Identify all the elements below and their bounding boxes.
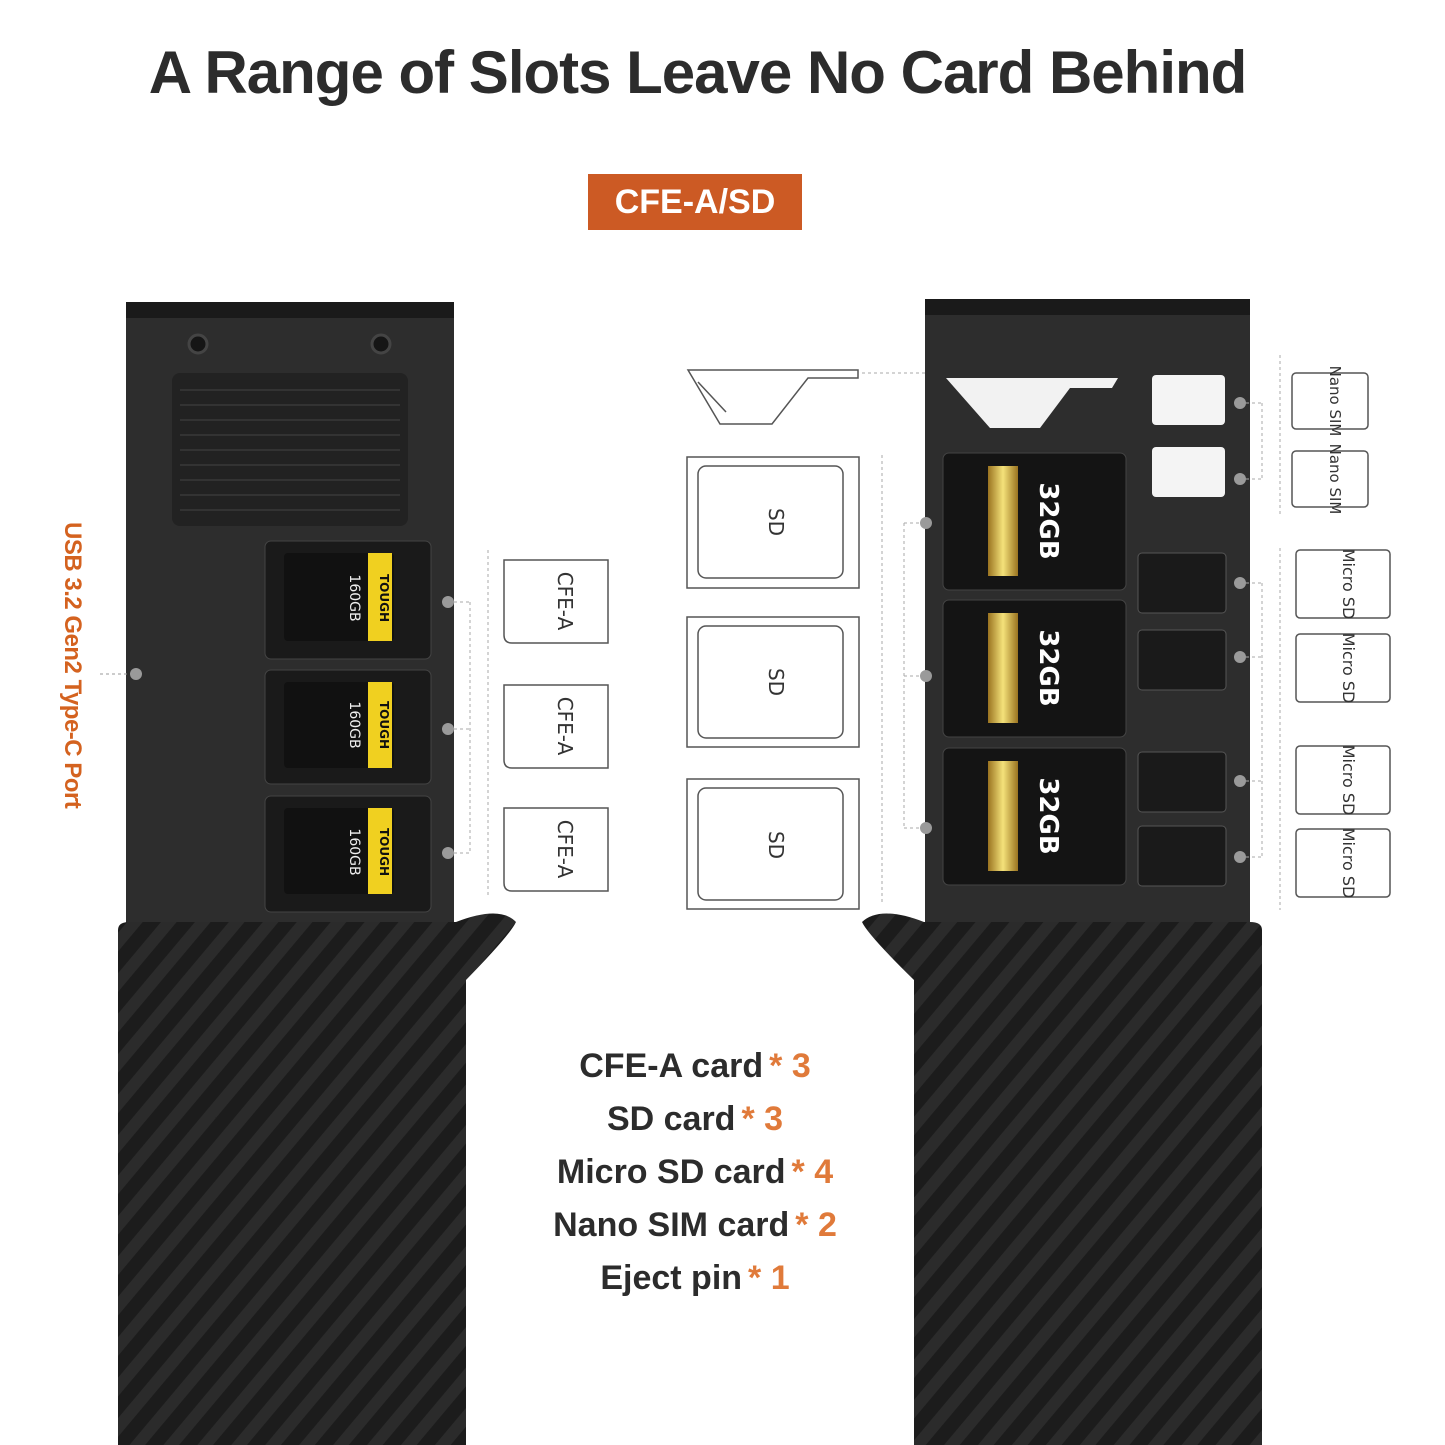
- nano-sim-card-1: [1152, 375, 1225, 425]
- sd-card-2: 32GB: [942, 599, 1127, 738]
- svg-text:160GB: 160GB: [346, 574, 362, 621]
- usb-port-label: USB 3.2 Gen2 Type-C Port: [59, 522, 86, 809]
- svg-text:160GB: 160GB: [346, 701, 362, 748]
- page-title: A Range of Slots Leave No Card Behind: [148, 39, 1248, 106]
- svg-text:Nano SIM: Nano SIM: [1326, 444, 1344, 515]
- svg-text:160GB: 160GB: [346, 828, 362, 875]
- right-callouts: [862, 355, 1281, 910]
- count-row: Micro SD card* 4: [556, 1153, 834, 1191]
- left-case: TOUGH 160GB TOUGH 160GB TOUGH 160GB: [100, 302, 516, 1445]
- svg-text:Micro SD: Micro SD: [1339, 745, 1358, 816]
- sd-card-1: 32GB: [942, 452, 1127, 591]
- screw-icon: [370, 333, 392, 355]
- cfe-slot-2: CFE-A: [503, 684, 609, 769]
- cfe-card-2: TOUGH 160GB: [264, 669, 432, 785]
- svg-text:TOUGH: TOUGH: [377, 828, 391, 876]
- count-row: Eject pin* 1: [600, 1259, 790, 1297]
- micro-sd-slot-2: Micro SD: [1295, 633, 1391, 704]
- micro-sd-card-4: [1137, 825, 1227, 887]
- cfe-slot-1: CFE-A: [503, 559, 609, 644]
- cfe-card-1: TOUGH 160GB: [264, 540, 432, 660]
- nano-sim-slot-2: Nano SIM: [1291, 444, 1369, 515]
- svg-text:32GB: 32GB: [1033, 777, 1063, 854]
- cfe-slot-3: CFE-A: [503, 807, 609, 892]
- cfe-card-3: TOUGH 160GB: [264, 795, 432, 913]
- svg-text:CFE-A: CFE-A: [553, 697, 577, 756]
- svg-text:TOUGH: TOUGH: [377, 701, 391, 749]
- micro-sd-slot-4: Micro SD: [1295, 828, 1391, 899]
- svg-text:32GB: 32GB: [1033, 629, 1063, 706]
- right-sleeve: [862, 913, 1262, 1445]
- mode-tag: CFE-A/SD: [588, 174, 802, 230]
- sd-card-3: 32GB: [942, 747, 1127, 886]
- svg-text:Nano SIM: Nano SIM: [1326, 366, 1344, 437]
- svg-text:Micro SD: Micro SD: [1339, 549, 1358, 620]
- count-row: Nano SIM card* 2: [553, 1206, 837, 1244]
- left-sleeve: [118, 913, 516, 1445]
- svg-text:CFE-A: CFE-A: [553, 572, 577, 631]
- nano-sim-slot-1: Nano SIM: [1291, 366, 1369, 437]
- micro-sd-card-2: [1137, 629, 1227, 691]
- sd-slot-2: SD: [686, 616, 860, 748]
- count-row: CFE-A card* 3: [579, 1047, 811, 1085]
- usb-port-dot: [130, 668, 142, 680]
- count-row: SD card* 3: [606, 1100, 784, 1138]
- micro-sd-slot-3: Micro SD: [1295, 745, 1391, 816]
- micro-sd-card-3: [1137, 751, 1227, 813]
- svg-text:32GB: 32GB: [1033, 482, 1063, 559]
- left-callouts: [448, 550, 489, 897]
- svg-text:TOUGH: TOUGH: [377, 574, 391, 622]
- eject-pin-outline: [686, 369, 859, 425]
- svg-text:SD: SD: [764, 668, 788, 696]
- right-case: 32GB 32GB 32GB: [862, 299, 1262, 1445]
- svg-text:Micro SD: Micro SD: [1339, 828, 1358, 899]
- svg-text:Micro SD: Micro SD: [1339, 633, 1358, 704]
- screw-icon: [187, 333, 209, 355]
- svg-text:SD: SD: [764, 831, 788, 859]
- contents-list: CFE-A card* 3 SD card* 3 Micro SD card* …: [470, 1040, 920, 1305]
- svg-text:SD: SD: [764, 508, 788, 536]
- nano-sim-card-2: [1152, 447, 1225, 497]
- eject-pin-icon: [946, 378, 1118, 428]
- sd-slot-3: SD: [686, 778, 860, 910]
- svg-text:CFE-A: CFE-A: [553, 820, 577, 879]
- micro-sd-card-1: [1137, 552, 1227, 614]
- sd-slot-1: SD: [686, 456, 860, 589]
- micro-sd-slot-1: Micro SD: [1295, 549, 1391, 620]
